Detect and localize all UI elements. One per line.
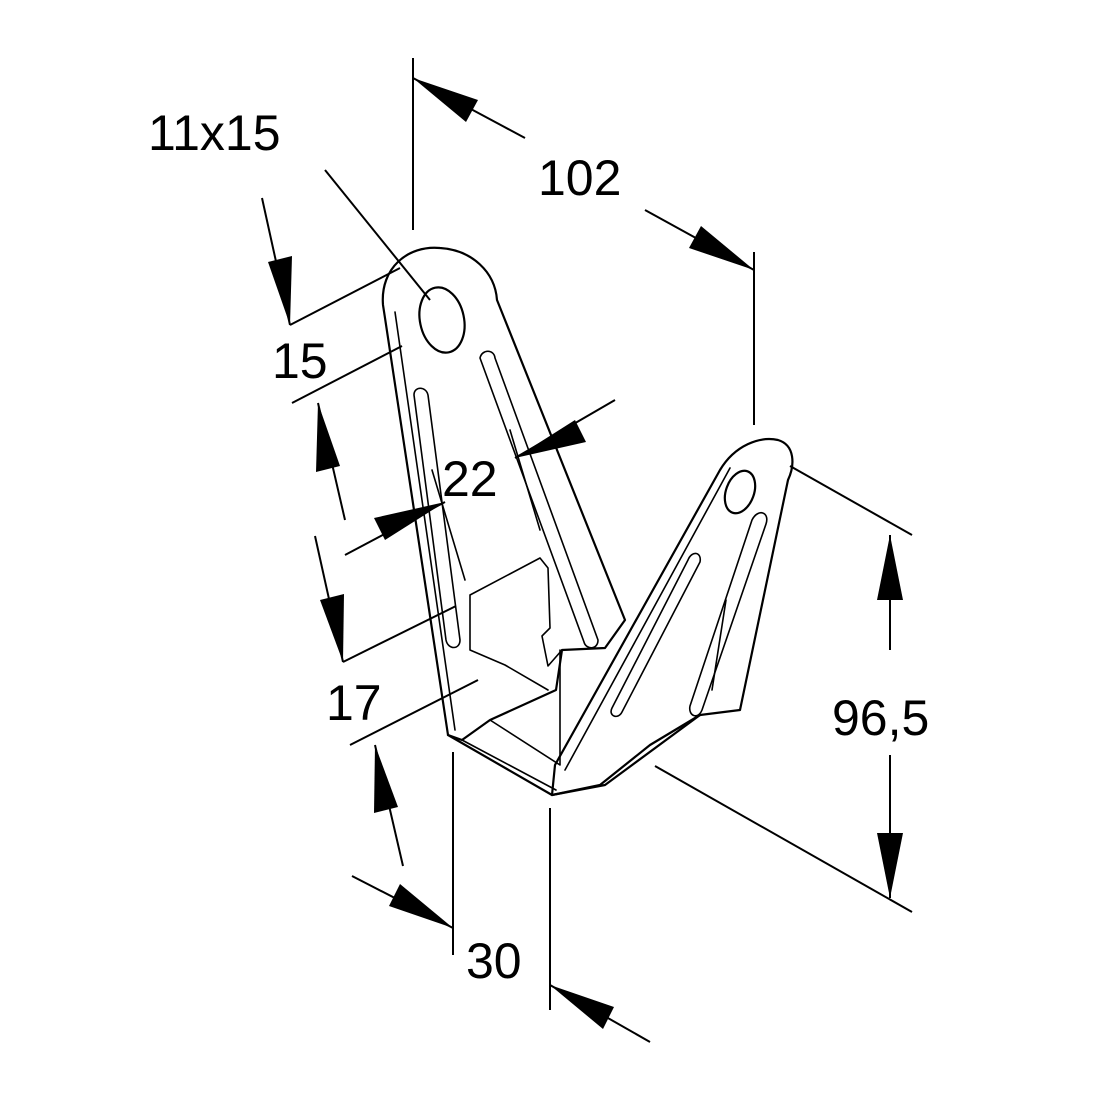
slot-guide-line-2: [431, 469, 466, 581]
slot-left-inner: [479, 350, 599, 649]
arrow-22-right: [515, 420, 586, 458]
label-slot-width: 22: [442, 451, 498, 507]
arrow-17-top: [320, 594, 344, 662]
arrow-30-right: [550, 985, 614, 1029]
hole-right: [723, 469, 757, 515]
extension-17-b: [349, 679, 479, 746]
arrow-96-top: [877, 535, 903, 600]
base-inner: [461, 649, 561, 791]
extension-96-top: [789, 465, 913, 536]
dimension-labels: 11x15 102 15 22 17 96,5 30: [148, 105, 929, 989]
arrow-102-left: [413, 78, 478, 122]
arrow-22-left: [374, 502, 445, 540]
slot-left-outer: [413, 387, 461, 649]
base-notch: [469, 557, 563, 691]
label-hole-offset: 15: [272, 333, 328, 389]
extension-17-a: [342, 605, 457, 663]
extension-15-b: [291, 345, 403, 404]
arrow-15-top: [268, 256, 292, 325]
arrow-15-bottom: [316, 403, 340, 472]
right-guide-line: [711, 599, 727, 691]
left-flange-edge: [394, 311, 456, 731]
leader-hole: [324, 169, 431, 301]
label-depth: 30: [466, 933, 522, 989]
arrow-96-bottom: [877, 833, 903, 898]
label-lower-offset: 17: [326, 675, 382, 731]
arrow-17-bottom: [374, 745, 398, 813]
bracket-part: [381, 246, 794, 797]
label-hole-size: 11x15: [148, 105, 281, 161]
arrow-30-left: [389, 884, 453, 928]
extension-96-bottom: [654, 765, 913, 913]
right-flange-edge: [564, 467, 731, 771]
extension-15-a: [289, 267, 401, 326]
right-flange-outline: [550, 438, 794, 797]
slot-right-outer: [610, 552, 702, 718]
slot-right-inner: [688, 512, 768, 717]
label-overall-width: 102: [538, 150, 621, 206]
label-height: 96,5: [832, 690, 929, 746]
slot-guide-line: [509, 429, 541, 531]
hole-left: [418, 286, 466, 354]
arrow-102-right: [689, 226, 754, 270]
dimension-lines: [261, 58, 913, 1043]
